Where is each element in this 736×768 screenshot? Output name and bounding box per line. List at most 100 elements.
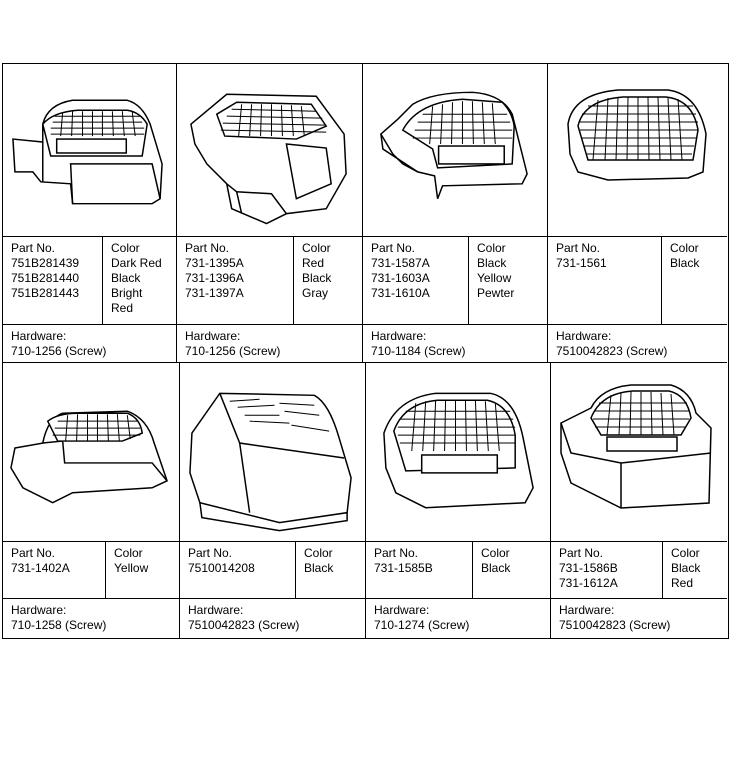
- color-value: Red: [111, 301, 134, 315]
- hardware-value: 7510042823 (Screw): [559, 618, 671, 632]
- part-no-label: Part No.: [185, 241, 230, 255]
- part-number: 751B281439: [11, 256, 80, 270]
- part-number: 731-1603A: [371, 271, 430, 285]
- color-label: Color: [477, 241, 506, 255]
- part-number: 731-1402A: [11, 561, 70, 575]
- part-cell-8: Part No. 731-1586B 731-1612A Color Black…: [551, 363, 727, 638]
- part-number-column: Part No. 731-1402A: [3, 542, 106, 598]
- part-cell-4: Part No. 731-1561 Color Black Hardware: …: [548, 64, 727, 363]
- part-info: Part No. 751B281439 751B281440 751B28144…: [3, 236, 176, 364]
- color-label: Color: [671, 546, 700, 560]
- hardware-value: 710-1184 (Screw): [371, 344, 466, 358]
- shroud-illustration: [3, 64, 176, 236]
- color-value: Black: [671, 561, 701, 575]
- part-no-label: Part No.: [374, 546, 419, 560]
- hardware-box: Hardware: 710-1256 (Screw): [177, 324, 362, 364]
- shroud-illustration: [366, 363, 550, 541]
- hardware-value: 7510042823 (Screw): [556, 344, 668, 358]
- color-value: Gray: [302, 286, 329, 300]
- part-no-label: Part No.: [11, 241, 56, 255]
- color-value: Red: [671, 576, 694, 590]
- hardware-label: Hardware:: [371, 329, 427, 343]
- part-number: 7510014208: [188, 561, 255, 575]
- part-cell-1: Part No. 751B281439 751B281440 751B28144…: [3, 64, 177, 363]
- hardware-label: Hardware:: [374, 603, 430, 617]
- part-number: 751B281443: [11, 286, 80, 300]
- color-label: Color: [304, 546, 333, 560]
- color-column: Color Yellow: [106, 542, 179, 598]
- color-column: Color Black Red: [663, 542, 727, 598]
- hardware-value: 710-1258 (Screw): [11, 618, 107, 632]
- part-number: 731-1586B: [559, 561, 618, 575]
- part-number-column: Part No. 7510014208: [180, 542, 296, 598]
- hardware-box: Hardware: 7510042823 (Screw): [551, 598, 727, 639]
- part-number: 731-1585B: [374, 561, 433, 575]
- parts-grid: Part No. 751B281439 751B281440 751B28144…: [2, 63, 729, 639]
- color-column: Color Red Black Gray: [294, 237, 362, 324]
- color-column: Color Dark Red Black Bright Red: [103, 237, 176, 324]
- part-number-column: Part No. 731-1587A 731-1603A 731-1610A: [363, 237, 469, 324]
- part-number-column: Part No. 731-1561: [548, 237, 662, 324]
- part-cell-5: Part No. 731-1402A Color Yellow Hardware…: [3, 363, 180, 638]
- part-number: 731-1396A: [185, 271, 244, 285]
- color-column: Color Black: [296, 542, 365, 598]
- shroud-illustration: [177, 64, 362, 236]
- hardware-label: Hardware:: [556, 329, 612, 343]
- color-value: Black: [302, 271, 332, 285]
- part-no-label: Part No.: [188, 546, 233, 560]
- hardware-label: Hardware:: [11, 329, 67, 343]
- hardware-value: 710-1256 (Screw): [185, 344, 281, 358]
- part-no-label: Part No.: [371, 241, 416, 255]
- hardware-box: Hardware: 7510042823 (Screw): [548, 324, 727, 364]
- color-label: Color: [114, 546, 143, 560]
- part-cell-6: Part No. 7510014208 Color Black Hardware…: [180, 363, 366, 638]
- part-cell-3: Part No. 731-1587A 731-1603A 731-1610A C…: [363, 64, 548, 363]
- part-info: Part No. 7510014208 Color Black Hardware…: [180, 541, 365, 639]
- part-info: Part No. 731-1585B Color Black Hardware:…: [366, 541, 550, 639]
- hardware-value: 710-1256 (Screw): [11, 344, 107, 358]
- color-value: Black: [481, 561, 511, 575]
- part-number: 731-1561: [556, 256, 607, 270]
- part-number: 731-1610A: [371, 286, 430, 300]
- color-label: Color: [481, 546, 510, 560]
- part-number: 751B281440: [11, 271, 80, 285]
- color-value: Black: [111, 271, 141, 285]
- shroud-illustration: [363, 64, 547, 236]
- part-cell-2: Part No. 731-1395A 731-1396A 731-1397A C…: [177, 64, 363, 363]
- color-column: Color Black Yellow Pewter: [469, 237, 547, 324]
- part-number: 731-1395A: [185, 256, 244, 270]
- hardware-label: Hardware:: [559, 603, 615, 617]
- hardware-box: Hardware: 7510042823 (Screw): [180, 598, 365, 639]
- color-value: Yellow: [477, 271, 512, 285]
- part-cell-7: Part No. 731-1585B Color Black Hardware:…: [366, 363, 551, 638]
- hardware-box: Hardware: 710-1256 (Screw): [3, 324, 176, 364]
- part-number: 731-1397A: [185, 286, 244, 300]
- shroud-illustration: [3, 363, 179, 541]
- part-info: Part No. 731-1402A Color Yellow Hardware…: [3, 541, 179, 639]
- hardware-box: Hardware: 710-1184 (Screw): [363, 324, 547, 364]
- shroud-illustration: [551, 363, 727, 541]
- shroud-illustration: [548, 64, 727, 236]
- color-label: Color: [302, 241, 331, 255]
- hardware-box: Hardware: 710-1258 (Screw): [3, 598, 179, 639]
- hardware-label: Hardware:: [11, 603, 67, 617]
- part-number-column: Part No. 751B281439 751B281440 751B28144…: [3, 237, 103, 324]
- color-column: Color Black: [662, 237, 727, 324]
- color-value: Red: [302, 256, 325, 270]
- hardware-value: 710-1274 (Screw): [374, 618, 470, 632]
- color-value: Black: [304, 561, 334, 575]
- shroud-illustration: [180, 363, 365, 541]
- part-number: 731-1587A: [371, 256, 430, 270]
- part-number-column: Part No. 731-1586B 731-1612A: [551, 542, 663, 598]
- part-info: Part No. 731-1561 Color Black Hardware: …: [548, 236, 727, 364]
- color-label: Color: [670, 241, 699, 255]
- color-label: Color: [111, 241, 140, 255]
- color-value: Dark Red: [111, 256, 162, 270]
- part-info: Part No. 731-1395A 731-1396A 731-1397A C…: [177, 236, 362, 364]
- color-value: Black: [670, 256, 700, 270]
- part-number-column: Part No. 731-1395A 731-1396A 731-1397A: [177, 237, 294, 324]
- color-column: Color Black: [473, 542, 550, 598]
- part-info: Part No. 731-1586B 731-1612A Color Black…: [551, 541, 727, 639]
- part-no-label: Part No.: [556, 241, 601, 255]
- part-no-label: Part No.: [11, 546, 56, 560]
